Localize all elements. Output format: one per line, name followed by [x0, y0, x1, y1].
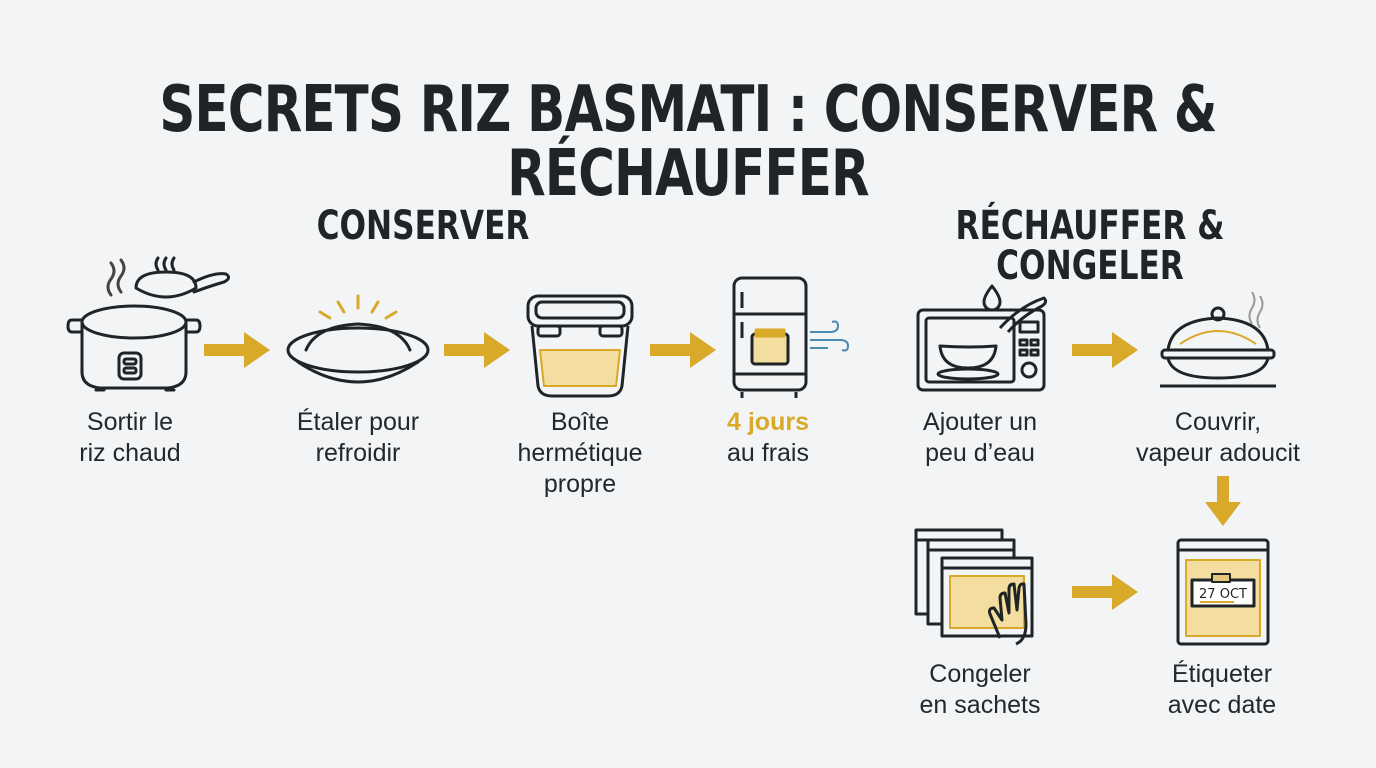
- arrow-right-icon: [1072, 332, 1138, 368]
- rice-cooker-icon: [66, 250, 236, 395]
- section-title-rechauffer: RÉCHAUFFER & CONGELER: [955, 203, 1225, 289]
- date-tag: 27 OCT: [1199, 587, 1247, 602]
- step-label-sortir: Sortir le riz chaud: [30, 407, 230, 469]
- label-line: hermétique: [517, 439, 643, 467]
- covered-dish-icon: [1158, 284, 1280, 394]
- step-label-frais: 4 jours au frais: [668, 407, 868, 469]
- label-line: au frais: [727, 439, 809, 467]
- arrow-right-icon: [204, 332, 270, 368]
- label-line: propre: [543, 470, 617, 498]
- label-line: Boîte: [550, 408, 610, 436]
- arrow-right-icon: [1072, 574, 1138, 610]
- highlight-duration: 4 jours: [727, 408, 809, 436]
- arrow-down-icon: [1205, 476, 1241, 526]
- page-title: SECRETS RIZ BASMATI : CONSERVER & RÉCHAU…: [159, 73, 1217, 211]
- arrow-right-icon: [650, 332, 716, 368]
- step-label-boite: Boîte hermétique propre: [480, 407, 680, 500]
- label-line: peu d’eau: [925, 439, 1035, 467]
- label-line: Ajouter un: [923, 408, 1037, 436]
- labeled-bag-icon: 27 OCT: [1176, 538, 1270, 648]
- step-label-ajouter: Ajouter un peu d’eau: [880, 407, 1080, 469]
- label-line: refroidir: [315, 439, 401, 467]
- step-label-couvrir: Couvrir, vapeur adoucit: [1118, 407, 1318, 469]
- label-line: avec date: [1167, 691, 1277, 719]
- label-line: riz chaud: [79, 439, 181, 467]
- microwave-icon: [914, 284, 1050, 394]
- step-label-etaler: Étaler pour refroidir: [258, 407, 458, 469]
- label-line: Étiqueter: [1171, 660, 1273, 688]
- arrow-right-icon: [444, 332, 510, 368]
- plate-of-rice-icon: [284, 292, 432, 392]
- label-line: Couvrir,: [1174, 408, 1262, 436]
- step-label-congeler: Congeler en sachets: [880, 659, 1080, 721]
- label-line: vapeur adoucit: [1135, 439, 1300, 467]
- label-line: Étaler pour: [296, 408, 420, 436]
- freezer-bags-icon: [914, 526, 1044, 646]
- airtight-container-icon: [522, 290, 638, 402]
- label-line: Congeler: [929, 660, 1031, 688]
- fridge-icon: [730, 274, 850, 400]
- step-label-etiqueter: Étiqueter avec date: [1122, 659, 1322, 721]
- label-line: en sachets: [919, 691, 1041, 719]
- label-line: Sortir le: [86, 408, 174, 436]
- section-title-conserver: CONSERVER: [316, 203, 530, 249]
